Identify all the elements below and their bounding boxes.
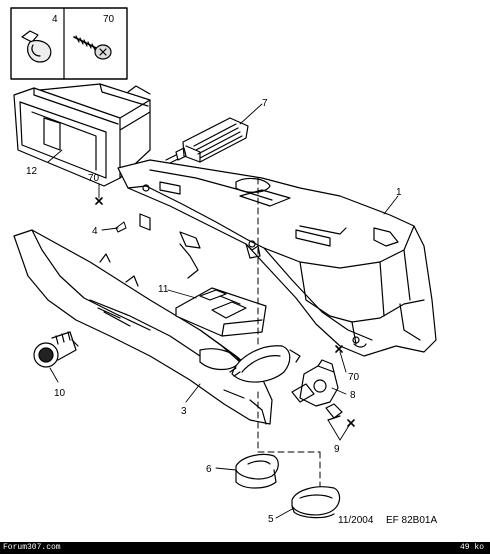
footer-size: 49 ko — [459, 543, 484, 552]
inset-label-4: 4 — [52, 14, 58, 25]
socket-part-10 — [33, 331, 79, 368]
cover-part-5 — [291, 486, 341, 519]
mat-part-11 — [175, 287, 267, 337]
callout-8: 8 — [350, 390, 356, 401]
storage-tray-part-12 — [13, 83, 151, 187]
callout-numbers: 1 3 4 5 6 7 8 9 10 11 12 70 70 — [26, 98, 402, 525]
callout-3: 3 — [181, 406, 187, 417]
bezel-part-6 — [235, 453, 279, 489]
callout-9: 9 — [334, 444, 340, 455]
callout-7: 7 — [262, 98, 268, 109]
callout-6: 6 — [206, 464, 212, 475]
inset-box: 4 70 — [10, 7, 128, 80]
lamp-part-7 — [165, 117, 249, 164]
clip-part-4-icon — [21, 30, 52, 63]
callout-12: 12 — [26, 166, 38, 177]
leader-lines — [47, 103, 399, 519]
inset-label-70: 70 — [103, 14, 115, 25]
assembly-lines — [257, 177, 321, 487]
callout-70-top: 70 — [88, 173, 100, 184]
callout-4: 4 — [92, 226, 98, 237]
callout-1: 1 — [396, 187, 402, 198]
glovebox-handle — [229, 345, 301, 383]
reference: 11/2004 EF 82B01A — [338, 515, 437, 526]
footer-bar: Forum307.com 49 ko — [0, 542, 490, 554]
callout-5: 5 — [268, 514, 274, 525]
fastener-marks — [95, 197, 355, 427]
callout-11: 11 — [158, 284, 169, 295]
footer-site: Forum307.com — [3, 543, 61, 552]
lock-part-8 — [291, 359, 343, 421]
callout-70-right: 70 — [348, 372, 360, 383]
callout-10: 10 — [54, 388, 66, 399]
lower-fascia-part-1 — [117, 159, 437, 357]
screw-part-70-icon — [73, 35, 112, 60]
reference-code: EF 82B01A — [386, 515, 437, 526]
reference-date: 11/2004 — [338, 515, 374, 526]
